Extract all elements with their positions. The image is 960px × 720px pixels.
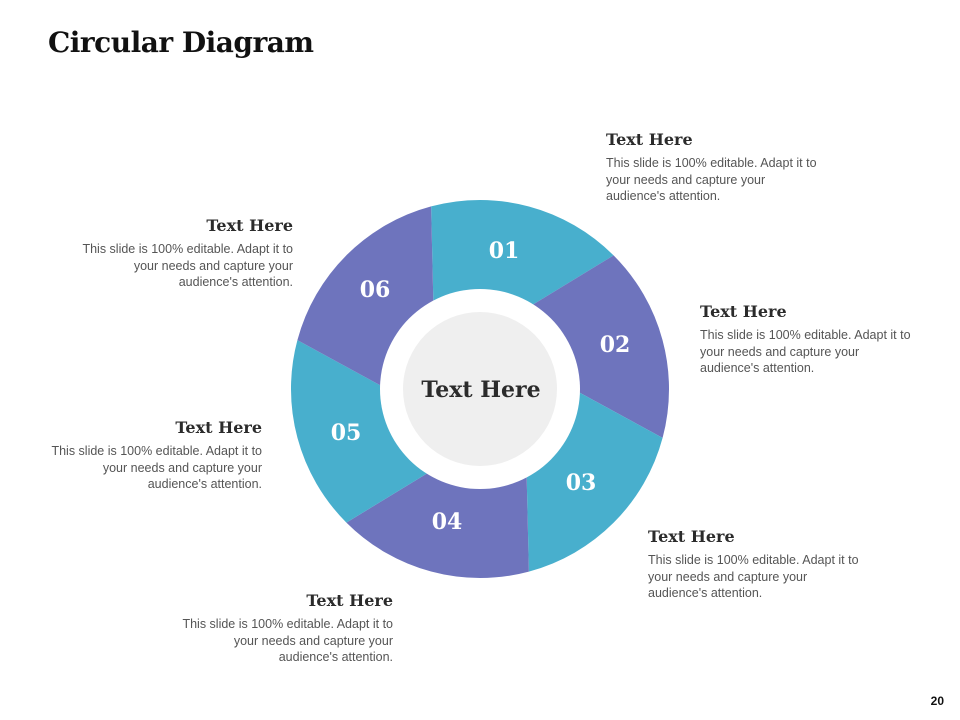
- segment-06: [297, 206, 434, 389]
- callout-title: Text Here: [606, 130, 693, 149]
- segment-01: [431, 199, 614, 309]
- segment-02: [526, 255, 670, 438]
- callout-title: Text Here: [206, 216, 293, 235]
- segments-layer: [290, 199, 670, 579]
- segment-number-03: 03: [566, 470, 597, 496]
- callout-body: This slide is 100% editable. Adapt it to…: [182, 617, 393, 664]
- callout-body: This slide is 100% editable. Adapt it to…: [700, 328, 911, 375]
- center-circle: [403, 312, 557, 466]
- segment-number-02: 02: [600, 332, 631, 358]
- segment-03: [526, 389, 663, 572]
- callout-02: Text Here This slide is 100% editable. A…: [700, 302, 915, 377]
- callout-title: Text Here: [175, 418, 262, 437]
- callout-body: This slide is 100% editable. Adapt it to…: [51, 444, 262, 491]
- segment-number-01: 01: [489, 238, 520, 264]
- segment-05: [290, 340, 434, 523]
- callout-04: Text Here This slide is 100% editable. A…: [178, 591, 393, 666]
- page-number: 20: [930, 694, 944, 708]
- callout-body: This slide is 100% editable. Adapt it to…: [648, 553, 859, 600]
- center-label: Text Here: [421, 377, 540, 403]
- segment-number-06: 06: [360, 277, 391, 303]
- callout-06: Text Here This slide is 100% editable. A…: [78, 216, 293, 291]
- segment-number-04: 04: [432, 509, 463, 535]
- callout-01: Text Here This slide is 100% editable. A…: [606, 130, 821, 205]
- callout-title: Text Here: [700, 302, 787, 321]
- callout-title: Text Here: [648, 527, 735, 546]
- numbers-layer: 01 02 03 04 05 06: [331, 238, 631, 535]
- segment-number-05: 05: [331, 420, 362, 446]
- callout-body: This slide is 100% editable. Adapt it to…: [606, 156, 817, 203]
- callout-05: Text Here This slide is 100% editable. A…: [47, 418, 262, 493]
- callout-body: This slide is 100% editable. Adapt it to…: [82, 242, 293, 289]
- callout-title: Text Here: [306, 591, 393, 610]
- callout-03: Text Here This slide is 100% editable. A…: [648, 527, 863, 602]
- slide-title: Circular Diagram: [48, 26, 314, 59]
- segment-04: [346, 469, 529, 579]
